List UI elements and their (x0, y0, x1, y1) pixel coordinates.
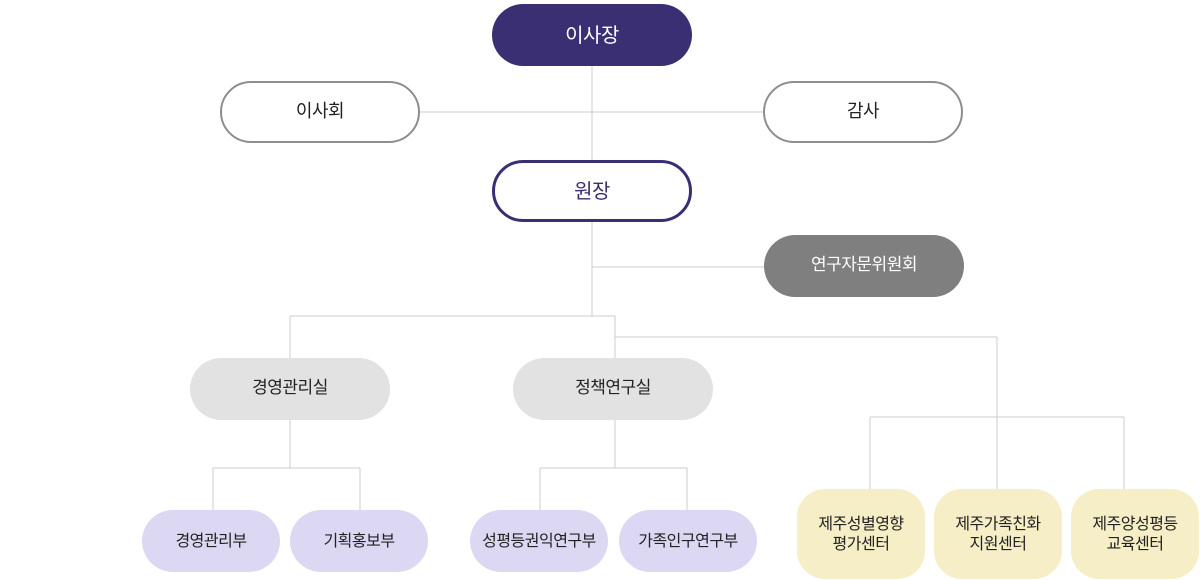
center-gender-impact-node: 제주성별영향 평가센터 (797, 489, 925, 579)
office-management-node: 경영관리실 (190, 358, 390, 420)
audit-node: 감사 (763, 81, 963, 143)
department-family-population-research-node: 가족인구연구부 (619, 510, 757, 572)
advisory-committee-node: 연구자문위원회 (764, 235, 964, 297)
board-node: 이사회 (220, 81, 420, 143)
department-planning-pr-node: 기획홍보부 (290, 510, 428, 572)
department-gender-equality-research-node: 성평등권익연구부 (470, 510, 608, 572)
office-policy-research-node: 정책연구실 (513, 358, 713, 420)
chairman-node: 이사장 (492, 4, 692, 66)
president-node: 원장 (492, 160, 692, 222)
center-family-friendly-node: 제주가족친화 지원센터 (934, 489, 1062, 579)
department-management-node: 경영관리부 (142, 510, 280, 572)
center-gender-equality-education-node: 제주양성평등 교육센터 (1071, 489, 1199, 579)
